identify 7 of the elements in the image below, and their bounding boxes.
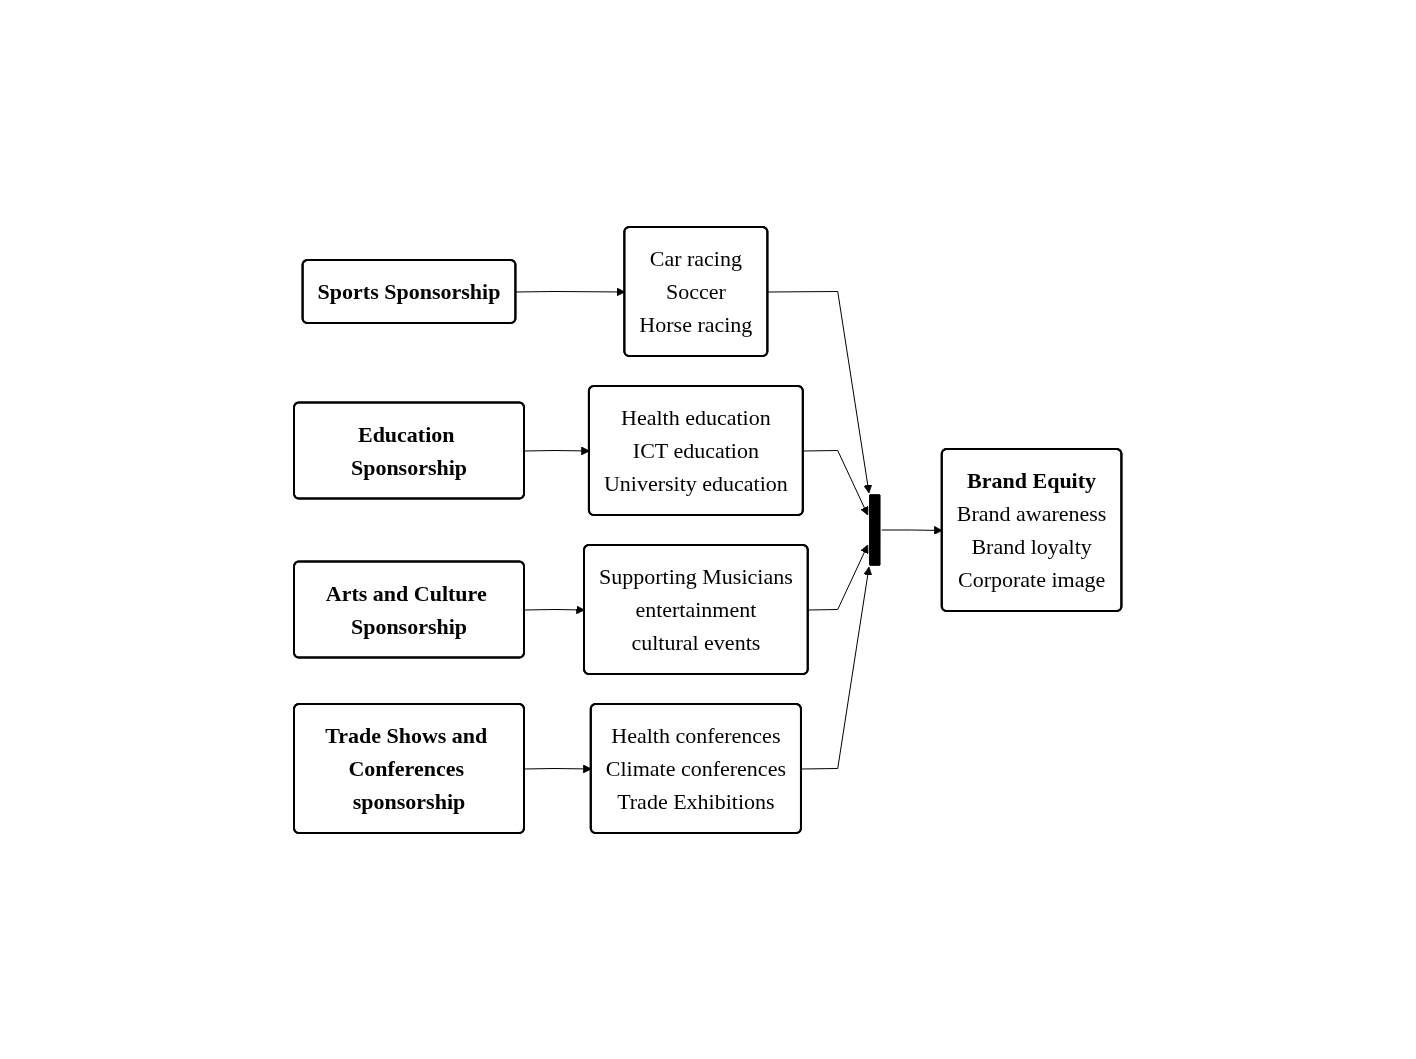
arrow (801, 566, 873, 769)
arrow (524, 764, 592, 773)
arrow (803, 449, 869, 515)
node-text: Trade Shows and Conferences sponsorship (325, 722, 488, 814)
arrow (808, 544, 869, 610)
arrow (881, 525, 943, 535)
arrow (767, 290, 873, 493)
